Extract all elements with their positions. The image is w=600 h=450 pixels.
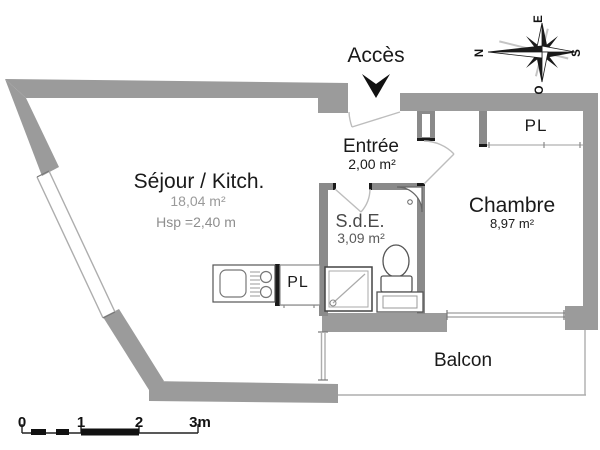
entree-room-name: Entrée bbox=[343, 136, 399, 157]
kitchen-pl-left-edge bbox=[275, 264, 280, 306]
corner-basin bbox=[396, 186, 423, 213]
windows bbox=[36, 170, 586, 396]
shower-drain bbox=[329, 299, 337, 307]
entrance-door bbox=[348, 111, 401, 128]
wall-sde-top-left-seg bbox=[319, 183, 336, 190]
toilet-bowl bbox=[382, 244, 410, 278]
scale-bar: 0 1 2 3m bbox=[18, 414, 211, 436]
toilet-tank bbox=[380, 275, 413, 293]
entree-room-area: 2,00 m² bbox=[348, 156, 396, 172]
wall-top-left bbox=[5, 79, 348, 113]
entree-stub-duct bbox=[422, 114, 430, 137]
scale-tick-1: 1 bbox=[77, 414, 85, 431]
shower-door-line bbox=[332, 273, 366, 304]
chambre-door bbox=[423, 140, 455, 185]
wall-sde-right bbox=[417, 183, 425, 314]
kitchen-pl-label: PL bbox=[287, 274, 309, 291]
scale-tick-3: 3m bbox=[189, 414, 211, 431]
sejour-bay-window-inner bbox=[48, 170, 116, 313]
wall-slant-lower bbox=[103, 309, 164, 390]
wall-sde-bottom bbox=[322, 313, 447, 332]
sde-room-area: 3,09 m² bbox=[337, 230, 385, 246]
wall-right bbox=[583, 108, 598, 320]
sejour-ceiling-height: Hsp =2,40 m bbox=[156, 214, 236, 230]
compass-label-east: E bbox=[533, 15, 545, 23]
compass-label-north: N bbox=[474, 49, 486, 57]
compass-cardinal-points bbox=[487, 22, 576, 83]
wall-slant-upper bbox=[5, 79, 59, 176]
compass-label-west: O bbox=[534, 85, 546, 94]
wall-chambre-pl-stub bbox=[479, 111, 487, 147]
wall-bottom bbox=[149, 381, 338, 403]
sejour-room-name: Séjour / Kitch. bbox=[133, 170, 265, 193]
compass-rose-icon: N E S O bbox=[474, 15, 583, 95]
balcon-room-name: Balcon bbox=[433, 350, 493, 371]
window-end-ticks bbox=[36, 170, 565, 381]
scale-segments bbox=[31, 428, 139, 436]
acces-label: Accès bbox=[347, 44, 405, 67]
shower bbox=[324, 266, 373, 312]
kitchen-drainer-lines bbox=[250, 271, 260, 297]
compass-label-south: S bbox=[571, 49, 583, 57]
scale-tick-2: 2 bbox=[135, 414, 143, 431]
wall-top-right bbox=[400, 93, 598, 111]
sejour-bay-window-outer bbox=[36, 176, 104, 319]
doors bbox=[280, 111, 583, 306]
kitchen-burner-bottom bbox=[259, 285, 273, 299]
wall-balcony-right-block bbox=[565, 306, 598, 330]
kitchenette bbox=[212, 264, 276, 303]
sde-door bbox=[334, 188, 371, 213]
wall-sde-left bbox=[319, 183, 328, 316]
basin-drain bbox=[407, 199, 413, 205]
sde-room-name: S.d.E. bbox=[335, 211, 385, 231]
kitchen-sink bbox=[219, 269, 247, 298]
chambre-room-name: Chambre bbox=[468, 194, 556, 217]
sejour-room-area: 18,04 m² bbox=[170, 193, 226, 209]
vanity-counter bbox=[376, 291, 424, 313]
exterior-walls bbox=[5, 79, 598, 403]
chambre-pl-label: PL bbox=[524, 116, 548, 135]
kitchen-burner-top bbox=[259, 270, 273, 284]
wall-end-caps bbox=[275, 138, 487, 306]
kitchen-pl-closet bbox=[279, 264, 321, 306]
scale-tick-0: 0 bbox=[18, 414, 26, 431]
chambre-room-area: 8,97 m² bbox=[489, 216, 535, 231]
toilet bbox=[380, 244, 413, 293]
acces-arrow-icon bbox=[362, 74, 390, 98]
